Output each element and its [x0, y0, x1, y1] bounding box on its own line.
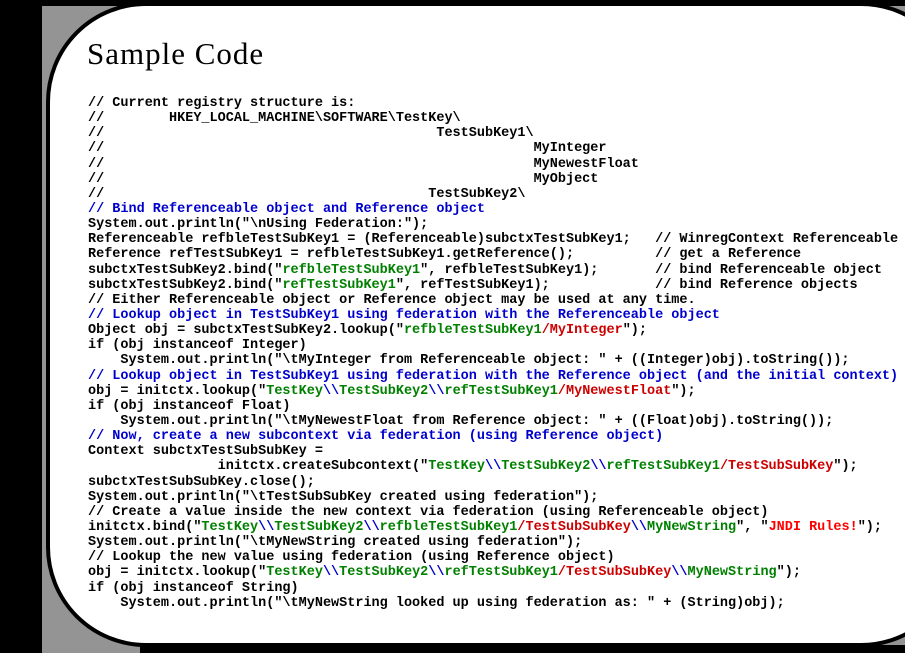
code-block: // Current registry structure is:// HKEY… — [88, 96, 898, 611]
code-line: Reference refTestSubKey1 = refbleTestSub… — [88, 247, 801, 263]
code-line: subctxTestSubKey2.bind("refbleTestSubKey… — [88, 262, 882, 278]
code-line: System.out.println("\tMyInteger from Ref… — [88, 353, 850, 369]
rounded-bubble-shape — [46, 2, 905, 647]
code-line: System.out.println("\tMyNewString looked… — [88, 595, 785, 611]
code-line: initctx.bind("TestKey\\TestSubKey2\\refb… — [88, 519, 882, 535]
code-line: System.out.println("\tMyNewString create… — [88, 535, 583, 551]
code-line: // TestSubKey1\ — [88, 126, 534, 142]
code-line: // Create a value inside the new context… — [88, 504, 769, 520]
code-line: obj = initctx.lookup("TestKey\\TestSubKe… — [88, 383, 696, 399]
code-line: if (obj instanceof Integer) — [88, 338, 307, 354]
code-line: // Now, create a new subcontext via fede… — [88, 429, 664, 445]
code-line: // Lookup object in TestSubKey1 using fe… — [88, 368, 899, 384]
code-line: if (obj instanceof Float) — [88, 398, 291, 414]
code-line: Object obj = subctxTestSubKey2.lookup("r… — [88, 323, 648, 339]
code-line: // MyNewestFloat — [88, 156, 639, 172]
code-line: // Either Referenceable object or Refere… — [88, 292, 696, 308]
code-line: System.out.println("\tTestSubSubKey crea… — [88, 489, 599, 505]
code-line: // HKEY_LOCAL_MACHINE\SOFTWARE\TestKey\ — [88, 111, 461, 127]
code-line: Referenceable refbleTestSubKey1 = (Refer… — [88, 232, 899, 248]
code-line: // MyObject — [88, 171, 599, 187]
frame-top-bar — [0, 0, 905, 6]
code-line: // TestSubKey2\ — [88, 186, 526, 202]
code-line: System.out.println("\tMyNewestFloat from… — [88, 413, 834, 429]
code-line: obj = initctx.lookup("TestKey\\TestSubKe… — [88, 565, 801, 581]
frame-bottom-bar — [140, 645, 905, 653]
frame-left-bar — [0, 0, 42, 653]
code-line: initctx.createSubcontext("TestKey\\TestS… — [88, 459, 858, 475]
code-line: Context subctxTestSubSubKey = — [88, 444, 323, 460]
code-line: // Lookup object in TestSubKey1 using fe… — [88, 307, 720, 323]
code-line: // Current registry structure is: — [88, 96, 356, 111]
code-line: subctxTestSubSubKey.close(); — [88, 474, 315, 490]
code-line: if (obj instanceof String) — [88, 580, 299, 596]
code-line: // Lookup the new value using federation… — [88, 550, 615, 566]
code-line: // MyInteger — [88, 141, 607, 157]
code-line: // Bind Referenceable object and Referen… — [88, 201, 485, 217]
code-line: System.out.println("\nUsing Federation:"… — [88, 217, 429, 233]
code-line: subctxTestSubKey2.bind("refTestSubKey1",… — [88, 277, 858, 293]
slide-title: Sample Code — [87, 36, 265, 71]
